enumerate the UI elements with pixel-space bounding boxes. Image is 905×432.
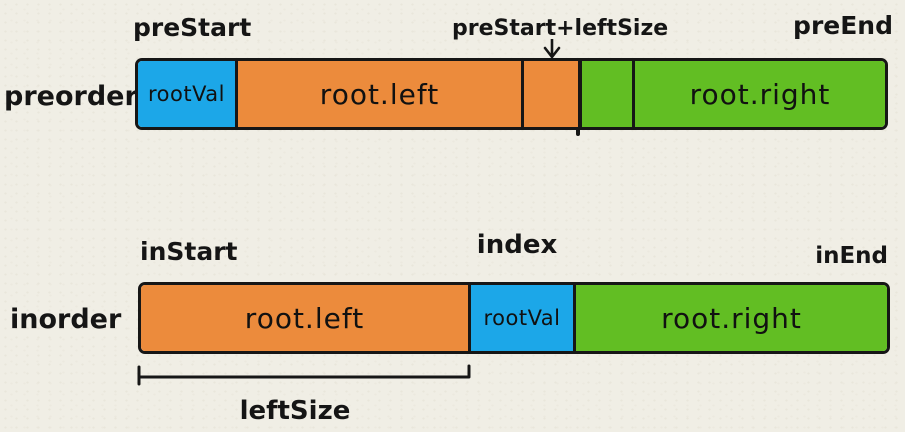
preorder-segment-rootval: rootVal [138, 61, 235, 127]
preorder-segment-root-right: root.right [632, 61, 885, 127]
label-instart: inStart [140, 237, 238, 266]
inorder-segment-root-right: root.right [573, 285, 887, 351]
preorder-bar: rootVal root.left root.right [135, 58, 888, 130]
label-inend: inEnd [815, 243, 888, 269]
preorder-segment-right-head-cell [578, 61, 632, 127]
preorder-segment-left-tail-cell [521, 61, 578, 127]
label-prestart: preStart [133, 13, 252, 42]
leftsize-bracket [134, 363, 476, 389]
inorder-bar: root.left rootVal root.right [138, 282, 890, 354]
inorder-row-label: inorder [10, 304, 122, 335]
preorder-segment-root-left: root.left [235, 61, 521, 127]
boundary-tick [576, 127, 580, 136]
label-prestart-plus-leftsize: preStart+leftSize [452, 16, 669, 41]
label-index: index [476, 230, 558, 260]
inorder-segment-root-left: root.left [141, 285, 468, 351]
inorder-segment-rootval: rootVal [468, 285, 573, 351]
down-arrow-icon [540, 39, 564, 60]
label-preend: preEnd [793, 11, 893, 40]
label-leftsize: leftSize [239, 396, 351, 426]
preorder-row-label: preorder [4, 81, 138, 112]
